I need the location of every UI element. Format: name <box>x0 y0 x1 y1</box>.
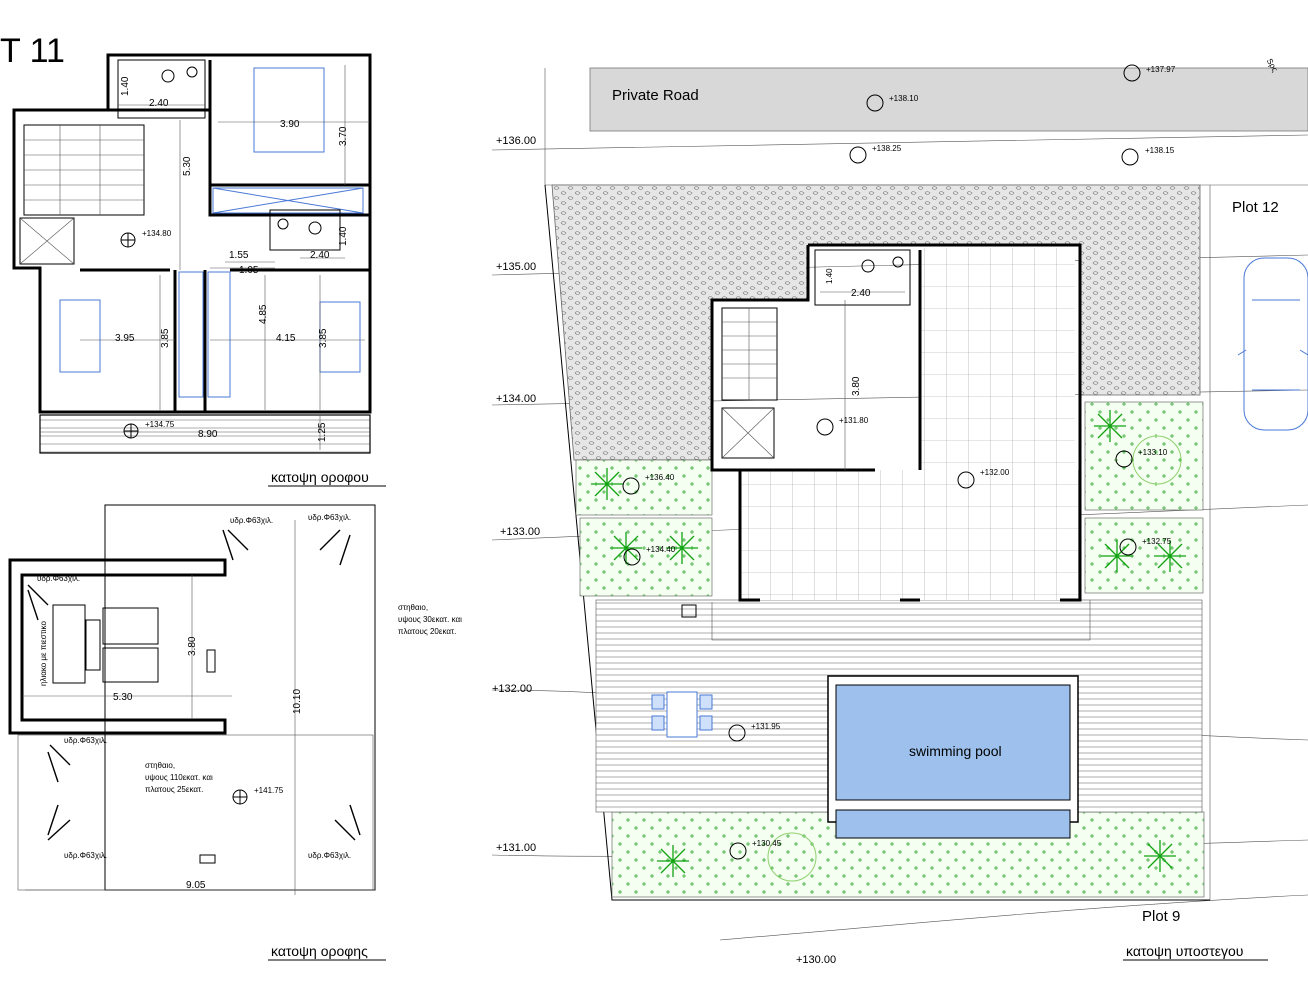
lawn <box>575 459 713 516</box>
level-marker: +132.75 <box>1142 537 1172 546</box>
drain-label: υδρ.Φ63χιλ. <box>308 513 351 522</box>
sink <box>681 604 697 618</box>
dim-label: 3.90 <box>280 119 300 130</box>
dim-label: 5.30 <box>182 156 193 176</box>
level-marker: +136.40 <box>645 473 675 482</box>
dim-label: 5.30 <box>113 692 133 703</box>
level-marker: +134.80 <box>142 229 172 238</box>
parapet-note: στηθαιο, <box>398 603 428 612</box>
level-marker: +141.75 <box>254 786 284 795</box>
parapet-note: πλατους 25εκατ. <box>145 785 203 794</box>
drain-label: υδρ.Φ63χιλ. <box>64 851 107 860</box>
lift-shaft <box>19 217 75 265</box>
dim-label: 3.70 <box>338 126 349 146</box>
staircase <box>721 307 778 401</box>
double-bed <box>59 299 101 373</box>
dim-label: 1.05 <box>239 265 259 276</box>
dim-label: 3.80 <box>187 636 198 656</box>
roof-plan-title: κατοψη οροφης <box>271 943 368 959</box>
parapet-note: στηθαιο, <box>145 761 175 770</box>
dim-label: 9.05 <box>186 880 206 891</box>
double-bed <box>253 67 325 153</box>
contour-label: +130.00 <box>796 954 836 966</box>
level-marker: +130.45 <box>752 839 782 848</box>
parapet-wall <box>8 558 227 735</box>
level-marker: +138.25 <box>872 144 902 153</box>
contour-label: +131.00 <box>496 842 536 854</box>
parapet-note: υψους 110εκατ. και <box>145 773 213 782</box>
contour-label: +132.00 <box>492 683 532 695</box>
level-marker: +131.95 <box>751 722 781 731</box>
drain-label: υδρ.Φ63χιλ. <box>230 516 273 525</box>
site-plan: Private Road Sρς Plot 12 Plot 9 swimming… <box>491 57 1308 966</box>
parapet-note: υψους 30εκατ. και <box>398 615 462 624</box>
dim-label: 1.40 <box>120 76 131 96</box>
plot-9-label: Plot 9 <box>1142 908 1180 925</box>
drain-label: υδρ.Φ63χιλ. <box>64 736 107 745</box>
dim-label: 1.40 <box>338 226 349 246</box>
road-label: Private Road <box>612 87 699 104</box>
wc <box>814 249 911 306</box>
lift-shaft <box>721 407 775 459</box>
upper-floor-title: κατοψη οροφου <box>271 469 369 485</box>
drain-label: υδρ.Φ63χιλ. <box>37 574 80 583</box>
upper-floor-plan: 1.40 2.40 3.90 3.70 5.30 1.55 1.05 2.40 … <box>12 53 386 487</box>
dim-label: 8.90 <box>198 429 218 440</box>
dim-label: 3.85 <box>318 328 329 348</box>
ground-house-walls <box>710 243 1082 602</box>
level-marker: +131.80 <box>839 416 869 425</box>
wardrobe <box>207 271 231 398</box>
level-marker: +134.75 <box>145 420 175 429</box>
lawn <box>579 517 713 597</box>
swimming-pool <box>835 684 1071 801</box>
dining-table <box>651 691 713 738</box>
level-marker: +138.15 <box>1145 146 1175 155</box>
roof-outline <box>104 504 376 891</box>
level-marker: +132.00 <box>980 468 1010 477</box>
dim-label: 3.80 <box>851 376 862 396</box>
pool-label: swimming pool <box>909 743 1002 759</box>
contour-label: +134.00 <box>496 393 536 405</box>
level-marker: +133.10 <box>1138 448 1168 457</box>
dim-label: 4.15 <box>276 333 296 344</box>
drain-label: υδρ.Φ63χιλ. <box>308 851 351 860</box>
dim-label: 4.85 <box>258 304 269 324</box>
parapet-note: πλατους 20εκατ. <box>398 627 456 636</box>
dim-label: 1.55 <box>229 250 249 261</box>
dim-label: 2.40 <box>851 288 871 299</box>
dim-label: 2.40 <box>310 250 330 261</box>
upper-floor-outer-walls <box>12 53 372 414</box>
dim-label: 3.85 <box>160 328 171 348</box>
balcony <box>39 414 371 454</box>
dim-label: 1.40 <box>825 268 834 284</box>
dim-label: 3.95 <box>115 333 135 344</box>
shrubs <box>591 410 1186 877</box>
roof-plan: ηλιακο με πιεστικο υδρ.Φ63χιλ. υδρ.Φ63χι… <box>8 504 462 961</box>
solar-label: ηλιακο με πιεστικο <box>39 621 48 686</box>
contour-label: +133.00 <box>500 526 540 538</box>
light-shrubs <box>767 435 1182 882</box>
level-marker: +137.97 <box>1146 65 1176 74</box>
level-marker: +134.40 <box>646 545 676 554</box>
contour-label: +136.00 <box>496 135 536 147</box>
level-marker: +138.10 <box>889 94 919 103</box>
bathroom <box>269 209 341 251</box>
dim-label: 2.40 <box>149 98 169 109</box>
wardrobe <box>212 187 364 214</box>
private-road <box>589 67 1308 132</box>
sheet-label: Τ 11 <box>0 32 65 70</box>
site-plan-title: κατοψη υποστεγου <box>1126 943 1243 959</box>
plot-12-label: Plot 12 <box>1232 199 1279 216</box>
dim-label: 10.10 <box>292 689 303 714</box>
contour-label: +135.00 <box>496 261 536 273</box>
parked-car <box>1237 257 1308 431</box>
dim-label: 1.25 <box>317 422 328 442</box>
solar-heater <box>52 604 86 684</box>
wardrobe <box>178 271 204 398</box>
